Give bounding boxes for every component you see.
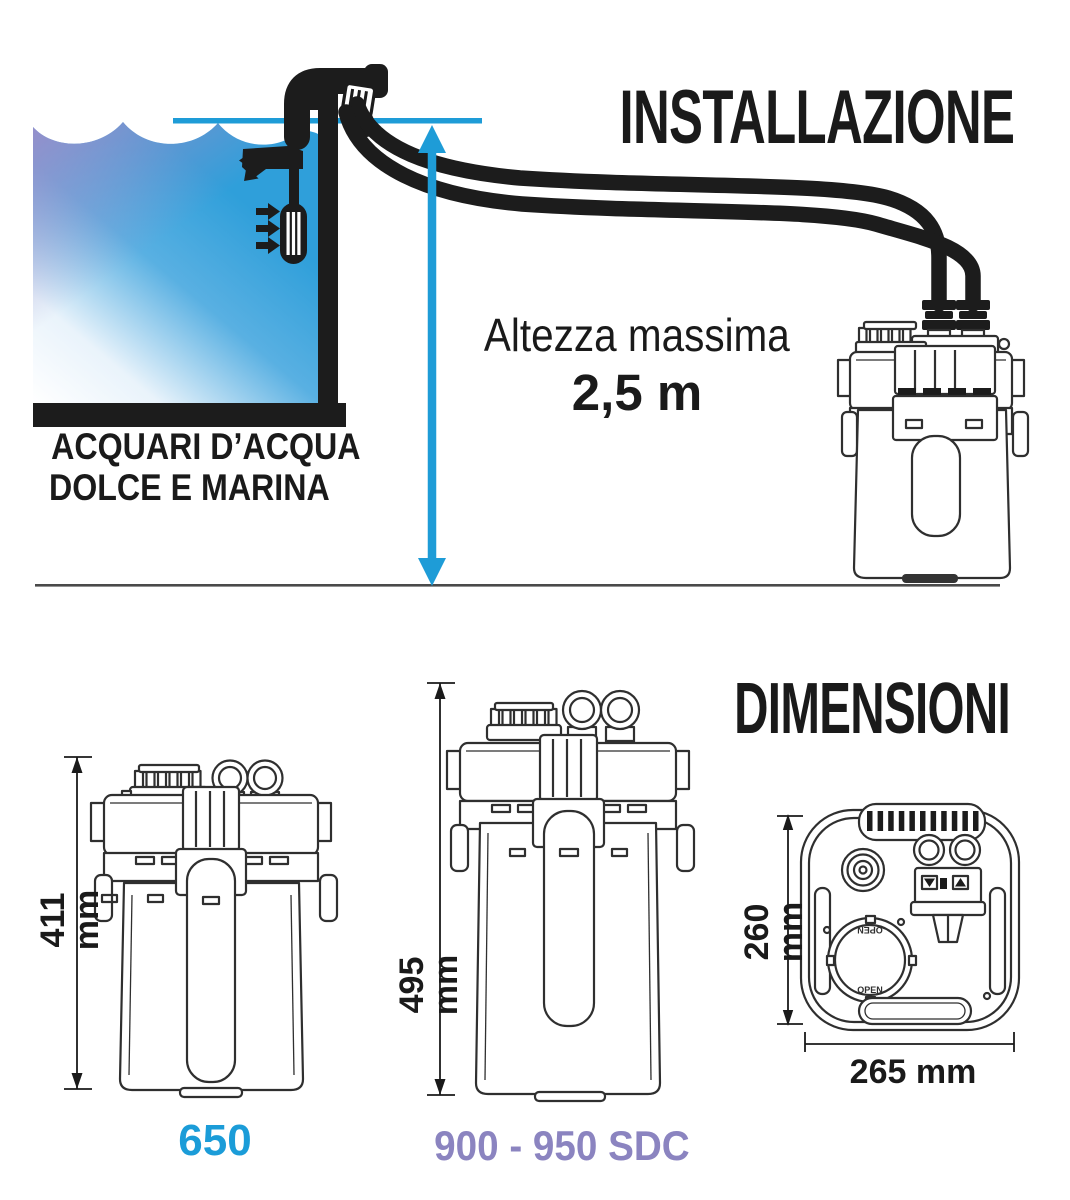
clamp-and-handle bbox=[174, 785, 248, 1084]
front-view-900-drawing bbox=[427, 682, 696, 1103]
valve-arrow-up-icon bbox=[955, 878, 966, 887]
intake-strainer-icon bbox=[280, 203, 307, 264]
ground-line bbox=[35, 584, 1000, 587]
valve-arrow-down-icon bbox=[924, 878, 935, 887]
lid-open-text: OPEN bbox=[857, 925, 883, 935]
installation-illustration bbox=[33, 64, 1030, 587]
bottom-handle bbox=[857, 996, 973, 1026]
aquarium-caption: ACQUARI D’ACQUA DOLCE E MARINA bbox=[48, 426, 361, 508]
top-handle bbox=[857, 802, 987, 842]
vent-slots bbox=[898, 388, 991, 396]
canister-filter-drawing bbox=[836, 300, 1030, 583]
aquarium-water bbox=[33, 122, 318, 403]
max-height-value: 2,5 m bbox=[571, 364, 703, 421]
clamp-and-handle bbox=[531, 733, 606, 1028]
top-view-drawing: OPEN OPEN bbox=[777, 802, 1021, 1052]
dimension-line-260 bbox=[777, 814, 803, 1026]
height-label-900: 495 mm bbox=[393, 954, 465, 1016]
model-label-900: 900 - 950 SDC bbox=[434, 1122, 690, 1169]
lid-open-text: OPEN bbox=[857, 985, 883, 995]
front-view-650-drawing bbox=[64, 756, 339, 1099]
dimension-line-265 bbox=[804, 1032, 1015, 1052]
width-label-top-view: 265 mm bbox=[849, 1053, 977, 1091]
priming-pump-top bbox=[840, 847, 886, 893]
height-label-650: 411 mm bbox=[34, 889, 106, 951]
aquarium-tank bbox=[33, 84, 346, 427]
hose-valves-top bbox=[909, 833, 987, 944]
dimension-line-411 bbox=[64, 756, 92, 1090]
max-height-label: Altezza massima bbox=[484, 309, 790, 361]
installation-title: INSTALLAZIONE bbox=[619, 75, 1015, 160]
model-label-650: 650 bbox=[178, 1116, 252, 1165]
dimensions-title: DIMENSIONI bbox=[734, 669, 1011, 749]
filter-hoses bbox=[338, 96, 981, 312]
max-height-caption: Altezza massima 2,5 m bbox=[462, 308, 812, 422]
dimension-line-495 bbox=[427, 682, 455, 1096]
hose-couplings bbox=[922, 300, 990, 330]
over-rim-pipe bbox=[284, 68, 381, 150]
height-label-top-view: 260 mm bbox=[738, 901, 810, 963]
max-height-arrow bbox=[418, 125, 446, 586]
